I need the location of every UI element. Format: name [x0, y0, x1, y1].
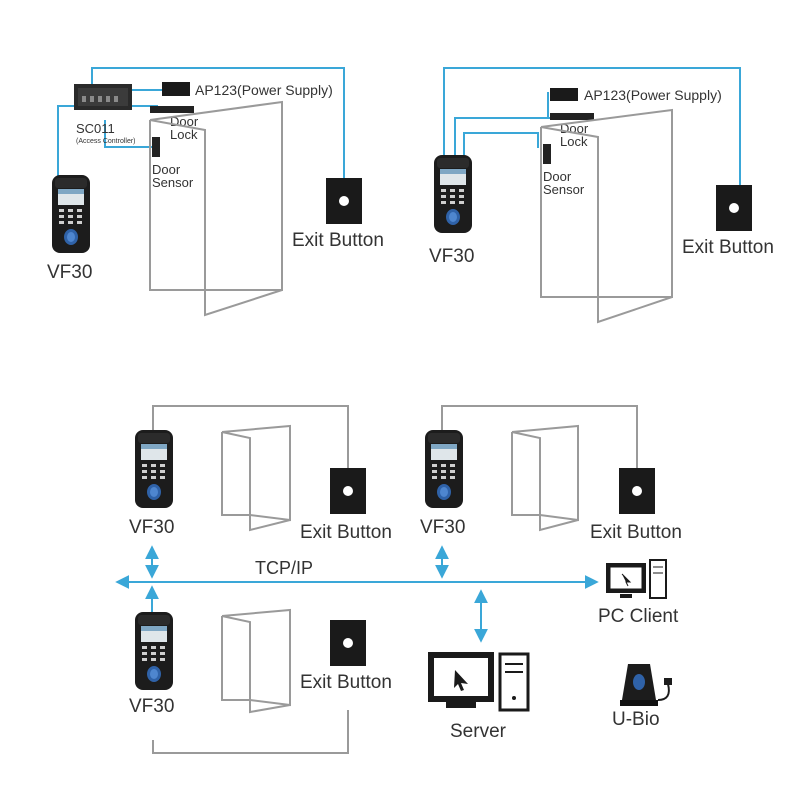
pc-client-icon — [606, 559, 667, 599]
d2-door-lock-icon — [550, 113, 594, 120]
d1-door-icon — [149, 100, 283, 317]
net-a-vf30-icon — [135, 430, 173, 508]
net-b-vf30-icon — [425, 430, 463, 508]
network-diagram: VF30 Exit Button VF30 Exit Button VF30 E… — [115, 405, 682, 754]
d2-exit-button-icon — [716, 185, 752, 231]
controller-label: SC011 — [76, 121, 115, 136]
ubio-label: U-Bio — [612, 709, 660, 730]
door-lock-label-2: Lock — [170, 127, 198, 142]
net-c-door-icon — [221, 608, 291, 714]
server-icon — [428, 652, 530, 712]
d2-power-supply-label: AP123(Power Supply) — [584, 87, 722, 103]
tcpip-label: TCP/IP — [255, 558, 313, 578]
net-b-door-icon — [511, 424, 579, 532]
controller-sublabel: (Access Controller) — [76, 138, 136, 145]
d1-vf30-device-icon — [52, 175, 90, 253]
door-sensor-label-1: Door — [152, 162, 181, 177]
net-c-vf30-icon — [135, 612, 173, 690]
power-supply-icon — [162, 82, 190, 96]
sc011-controller-icon — [74, 84, 132, 110]
net-c-exit-button-icon — [330, 620, 366, 666]
door-sensor-icon — [152, 137, 160, 157]
d2-door-sensor-label-1: Door — [543, 169, 572, 184]
network-gray-lines — [152, 405, 638, 754]
diagram-1: SC011 (Access Controller) AP123(Power Su… — [47, 67, 384, 317]
server-label: Server — [450, 721, 507, 742]
tcpip-bus — [115, 545, 599, 643]
net-c-device-label: VF30 — [129, 696, 174, 717]
d2-power-supply-icon — [550, 88, 578, 101]
diagram-2: AP123(Power Supply) Door Lock Door Senso… — [429, 67, 774, 324]
d2-wires — [443, 67, 741, 185]
net-a-device-label: VF30 — [129, 517, 174, 538]
net-b-exit-button-icon — [619, 468, 655, 514]
d2-device-label: VF30 — [429, 246, 474, 267]
power-supply-label: AP123(Power Supply) — [195, 82, 333, 98]
d1-device-label: VF30 — [47, 262, 92, 283]
d1-exit-button-icon — [326, 178, 362, 224]
pc-client-label: PC Client — [598, 606, 679, 627]
net-a-exit-label: Exit Button — [300, 522, 392, 543]
net-a-exit-button-icon — [330, 468, 366, 514]
net-b-exit-label: Exit Button — [590, 522, 682, 543]
ubio-scanner-icon — [620, 664, 672, 706]
net-a-door-icon — [221, 424, 291, 532]
d2-door-icon — [540, 108, 673, 324]
door-sensor-label-2: Sensor — [152, 175, 194, 190]
d2-door-sensor-icon — [543, 144, 551, 164]
d2-vf30-device-icon — [434, 155, 472, 233]
door-lock-icon — [150, 106, 194, 113]
d2-door-lock-label-2: Lock — [560, 134, 588, 149]
d1-wires — [57, 67, 345, 178]
net-c-exit-label: Exit Button — [300, 672, 392, 693]
d2-door-sensor-label-2: Sensor — [543, 182, 585, 197]
d1-exit-button-label: Exit Button — [292, 230, 384, 251]
net-b-device-label: VF30 — [420, 517, 465, 538]
d2-exit-button-label: Exit Button — [682, 237, 774, 258]
